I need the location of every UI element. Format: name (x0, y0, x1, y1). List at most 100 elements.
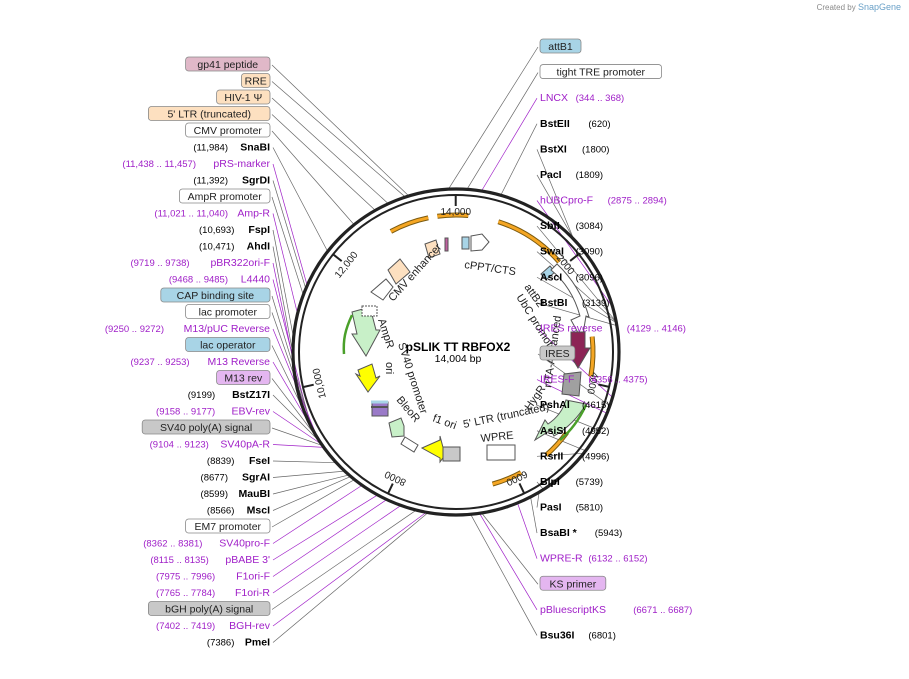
feature-label-text: CMV promoter (194, 125, 263, 137)
feature-label-box (185, 304, 271, 319)
enzyme-label: AscI (3096) (540, 271, 603, 283)
outer-arc (492, 471, 522, 486)
inner-label-ori: ori (383, 362, 395, 374)
feature-label-box (185, 56, 271, 72)
feature-label-box (539, 38, 582, 54)
cmv-enhancer-arrow (387, 258, 411, 285)
enzyme-label: SnaBI(11,984) (193, 142, 270, 154)
enzyme-position: (8599) (201, 489, 228, 500)
primer-label: M13 Reverse(9237 .. 9253) (130, 356, 270, 368)
primer-name: F1ori-R (235, 587, 270, 599)
primer-position: (8115 .. 8135) (150, 555, 208, 566)
enzyme-label: PshAI (4615) (540, 399, 609, 411)
enzyme-name: PshAI (540, 399, 570, 411)
leader-line (271, 427, 323, 446)
primer-position: (2875 .. 2894) (608, 196, 667, 207)
leader-line (272, 494, 378, 561)
enzyme-label: BstXI(1800) (540, 143, 609, 155)
primer-label: LNCX(344 .. 368) (540, 92, 624, 104)
tick-mark (332, 253, 343, 262)
tick-mark (387, 483, 394, 494)
leader-line (536, 174, 575, 240)
leader-line (536, 251, 617, 323)
enzyme-position: (3090) (576, 247, 603, 258)
outer-arc (437, 213, 469, 218)
primer-position: (9468 .. 9485) (169, 275, 228, 286)
enzyme-name: RsrII (540, 450, 563, 462)
enzyme-position: (4615) (582, 400, 609, 411)
leader-line (470, 514, 538, 636)
primer-name: hUBCpro-F (540, 195, 593, 207)
primer-label: M13/pUC Reverse(9250 .. 9272) (105, 323, 270, 335)
primer-position: (9719 .. 9738) (130, 258, 189, 269)
enzyme-label: SgrAI(8677) (201, 472, 271, 484)
enzyme-name: AsiSI (540, 425, 566, 437)
enzyme-position: (9199) (188, 390, 215, 401)
tick-label: 8000 (383, 468, 408, 488)
feature-label-text: EM7 promoter (195, 521, 262, 533)
primer-position: (4356 .. 4375) (588, 375, 647, 386)
leader-line (271, 509, 417, 610)
feature-label-box (141, 419, 271, 435)
primer-label: SV40pro-F(8362 .. 8381) (143, 538, 270, 550)
primer-position: (8362 .. 8381) (143, 539, 202, 550)
tick-label: 14,000 (440, 207, 471, 218)
leader-line (272, 262, 304, 409)
enzyme-name: MscI (247, 505, 270, 517)
enzyme-label: BsaBI *(5943) (540, 527, 622, 539)
primer-label: L4440 (9468 .. 9485) (169, 274, 270, 286)
enzyme-name: MauBI (239, 488, 271, 500)
em7-arrow (388, 417, 405, 438)
primer-name: BGH-rev (229, 620, 271, 632)
tick-label: 10,000 (311, 367, 329, 400)
primer-label: WPRE-R(6132 .. 6152) (540, 553, 648, 565)
feature-label-text: CAP binding site (177, 290, 255, 302)
enzyme-position: (3096) (576, 272, 603, 283)
primer-position: (7765 .. 7784) (156, 588, 215, 599)
feature-label-text: attB1 (548, 41, 573, 53)
leader-line (271, 130, 355, 225)
enzyme-label: BlpI(5739) (540, 476, 603, 488)
primer-name: F1ori-F (236, 571, 270, 583)
hygr-arrow (533, 399, 587, 442)
feature-label: lac promoter (185, 304, 271, 319)
snapgene-logo-text: SnapGene (857, 2, 901, 12)
ori-arrow (354, 363, 381, 393)
enzyme-label: SbfI(3084) (540, 220, 603, 232)
feature-label-box (240, 73, 271, 88)
feature-label: tight TRE promoter (539, 64, 662, 79)
feature-label: AmpR promoter (178, 188, 271, 204)
primer-name: L4440 (241, 274, 270, 286)
leader-line (271, 196, 304, 296)
primer-position: (7975 .. 7996) (156, 572, 215, 583)
enzyme-name: SwaI (540, 246, 564, 258)
enzyme-name: AscI (540, 271, 562, 283)
feature-label-text: M13 rev (224, 373, 263, 385)
primer-position: (344 .. 368) (576, 93, 625, 104)
leader-line (536, 492, 540, 508)
leader-line (448, 46, 539, 190)
primer-name: IRES reverse (540, 322, 603, 334)
feature-label: lac operator (185, 337, 271, 352)
enzyme-position: (8566) (207, 506, 234, 517)
tick-label: 4000 (584, 371, 600, 396)
enzyme-label: Bsu36I(6801) (540, 629, 616, 641)
leader-line (517, 502, 538, 559)
backbone-outer-ring (291, 187, 621, 517)
feature-label-box (185, 122, 271, 138)
primer-position: (9237 .. 9253) (130, 357, 189, 368)
leader-line (479, 513, 538, 611)
primer-position: (9104 .. 9123) (150, 440, 209, 451)
attb1-box (461, 236, 470, 250)
leader-line (536, 379, 608, 414)
enzyme-label: PmeI(7386) (207, 637, 270, 649)
leader-line (272, 411, 322, 445)
primer-position: (7402 .. 7419) (156, 621, 215, 632)
enzyme-position: (5810) (576, 503, 603, 514)
inner-label-5ltr-inner: 5' LTR (truncated) (462, 401, 550, 431)
enzyme-position: (8677) (201, 473, 228, 484)
inner-label-wpre: WPRE (480, 430, 514, 445)
enzyme-label: BstEII(620) (540, 118, 611, 130)
enzyme-position: (5739) (576, 477, 603, 488)
